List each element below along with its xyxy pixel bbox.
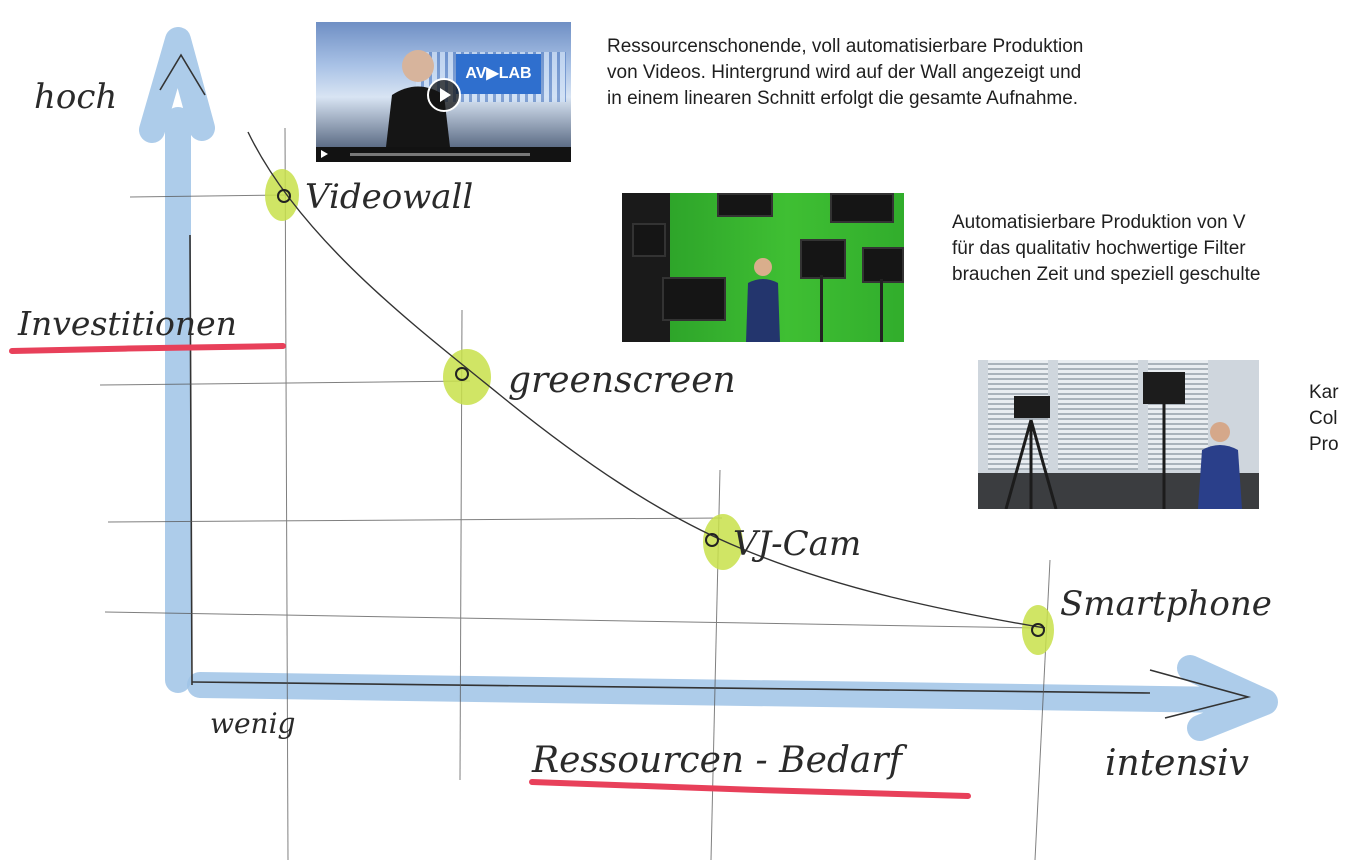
point-label-vjcam: VJ-Cam [733,524,861,564]
description-line: Kar [1309,382,1339,403]
x-axis-arrow [187,655,1278,741]
underline-ressourcen [529,779,971,799]
description-videowall: Ressourcenschonende, voll automatisierba… [607,34,1083,112]
progress-track[interactable] [350,153,530,156]
label-hoch: hoch [34,77,117,117]
description-line: Automatisierbare Produktion von V [952,212,1246,233]
underline-investitionen [9,343,286,354]
highlight-videowall [265,169,299,221]
description-line: Pro [1309,434,1339,455]
camera-tripod [1004,396,1058,509]
label-intensiv: intensiv [1105,743,1249,784]
label-ressourcen-bedarf: Ressourcen - Bedarf [531,740,908,781]
y-axis-arrow [139,27,215,693]
point-markers [277,189,1045,637]
description-line: brauchen Zeit und speziell geschulte [952,264,1261,285]
pencil-axes [159,53,1252,719]
description-line: Ressourcenschonende, voll automatisierba… [607,36,1084,57]
vjcam-photo [978,360,1259,509]
description-line: für das qualitativ hochwertige Filter [952,238,1246,259]
highlight-smartphone [1022,605,1054,655]
underlines [9,343,971,799]
description-line: von Videos. Hintergrund wird auf der Wal… [607,62,1082,83]
point-highlights [265,169,1054,655]
point-label-videowall: Videowall [305,177,473,217]
video-controls[interactable] [316,147,571,162]
presenter-figure [746,258,780,342]
small-play-icon[interactable] [321,150,328,158]
description-vjcam: Kar Col Pro [1309,380,1339,458]
light-stand [1143,372,1185,509]
highlight-vjcam [703,514,743,570]
description-line: Col [1309,408,1338,429]
trade-off-curve [247,131,1046,629]
point-label-greenscreen: greenscreen [508,360,736,401]
label-wenig: wenig [210,707,295,740]
play-icon[interactable] [427,78,461,112]
greenscreen-photo [622,193,904,342]
point-label-smartphone: Smartphone [1060,584,1272,624]
presenter-figure [1198,422,1242,509]
label-investitionen: Investitionen [17,304,237,343]
avlab-logo: AV▶LAB [456,54,541,94]
videowall-video-thumbnail[interactable]: AV▶LAB [316,22,571,162]
description-greenscreen: Automatisierbare Produktion von V für da… [952,210,1260,288]
description-line: in einem linearen Schnitt erfolgt die ge… [607,88,1079,109]
